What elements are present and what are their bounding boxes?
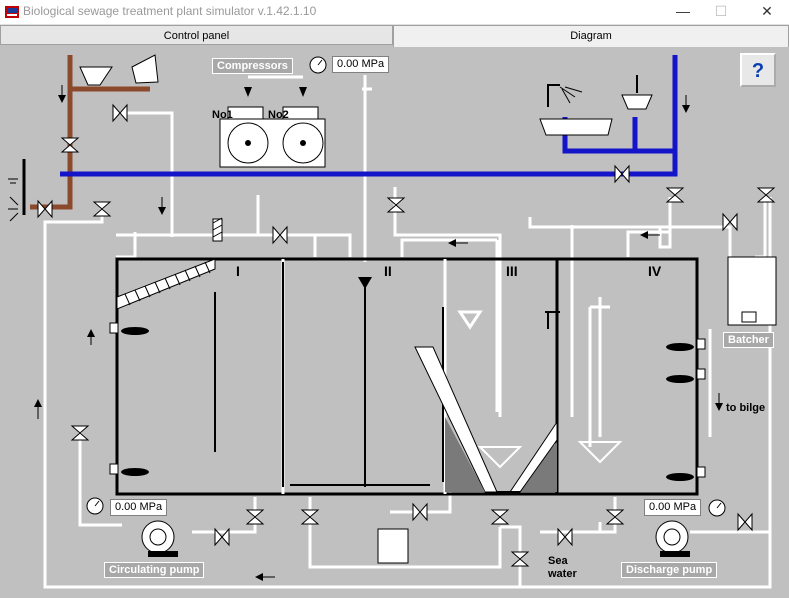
compressors-pressure-unit: MPa	[361, 58, 385, 70]
help-button[interactable]: ?	[740, 53, 776, 87]
chamber-1-label: I	[236, 263, 240, 279]
circulating-pump-pressure-readout: 0.00 MPa	[110, 499, 168, 516]
close-button[interactable]: ✕	[761, 3, 773, 19]
app-icon	[5, 6, 19, 18]
compressors-pressure-readout: 0.00 MPa	[332, 56, 390, 73]
sample-beaker	[377, 528, 409, 564]
batcher-label: Batcher	[723, 332, 774, 348]
tab-control-panel[interactable]: Control panel	[0, 25, 393, 45]
circulating-pump-pressure-value: 0.00	[115, 501, 137, 513]
compressor-units	[219, 75, 326, 168]
compressors-pressure-value: 0.00	[337, 58, 359, 70]
window-title: Biological sewage treatment plant simula…	[23, 4, 317, 18]
flow-arrows	[34, 95, 723, 581]
to-bilge-label: to bilge	[726, 402, 766, 414]
circulating-pump-pressure-unit: MPa	[139, 501, 163, 513]
compressor-no1-label: No1	[212, 109, 233, 121]
compressor-no2-label: No2	[268, 109, 289, 121]
discharge-pump-label: Discharge pump	[621, 562, 718, 578]
toilet-icons	[79, 54, 159, 86]
chamber-3-label: III	[506, 263, 518, 279]
compressors-label: Compressors	[212, 58, 293, 74]
maximize-button[interactable]: ☐	[714, 3, 728, 19]
title-bar: Biological sewage treatment plant simula…	[0, 0, 789, 25]
diagram-canvas: Compressors 0.00 MPa No1 No2 ? I II III …	[0, 47, 789, 598]
process-diagram	[8, 54, 777, 589]
chamber-2-label: II	[384, 263, 392, 279]
discharge-pump-pressure-value: 0.00	[649, 501, 671, 513]
tab-bar: Control panel Diagram	[0, 25, 789, 47]
sea-water-label-line2: water	[548, 568, 577, 580]
circulating-pump-label: Circulating pump	[104, 562, 205, 578]
pump-bodies	[141, 520, 690, 557]
discharge-pump-pressure-readout: 0.00 MPa	[644, 499, 702, 516]
discharge-pump-pressure-unit: MPa	[673, 501, 697, 513]
minimize-button[interactable]: —	[676, 3, 690, 19]
tab-diagram[interactable]: Diagram	[393, 25, 789, 47]
chamber-4-label: IV	[648, 263, 662, 279]
pressure-gauges	[86, 56, 726, 517]
aerator-diffusers	[121, 327, 694, 481]
sea-water-label-line1: Sea	[548, 555, 568, 567]
bathroom-fixtures	[539, 75, 653, 136]
pipe-network	[43, 75, 772, 589]
